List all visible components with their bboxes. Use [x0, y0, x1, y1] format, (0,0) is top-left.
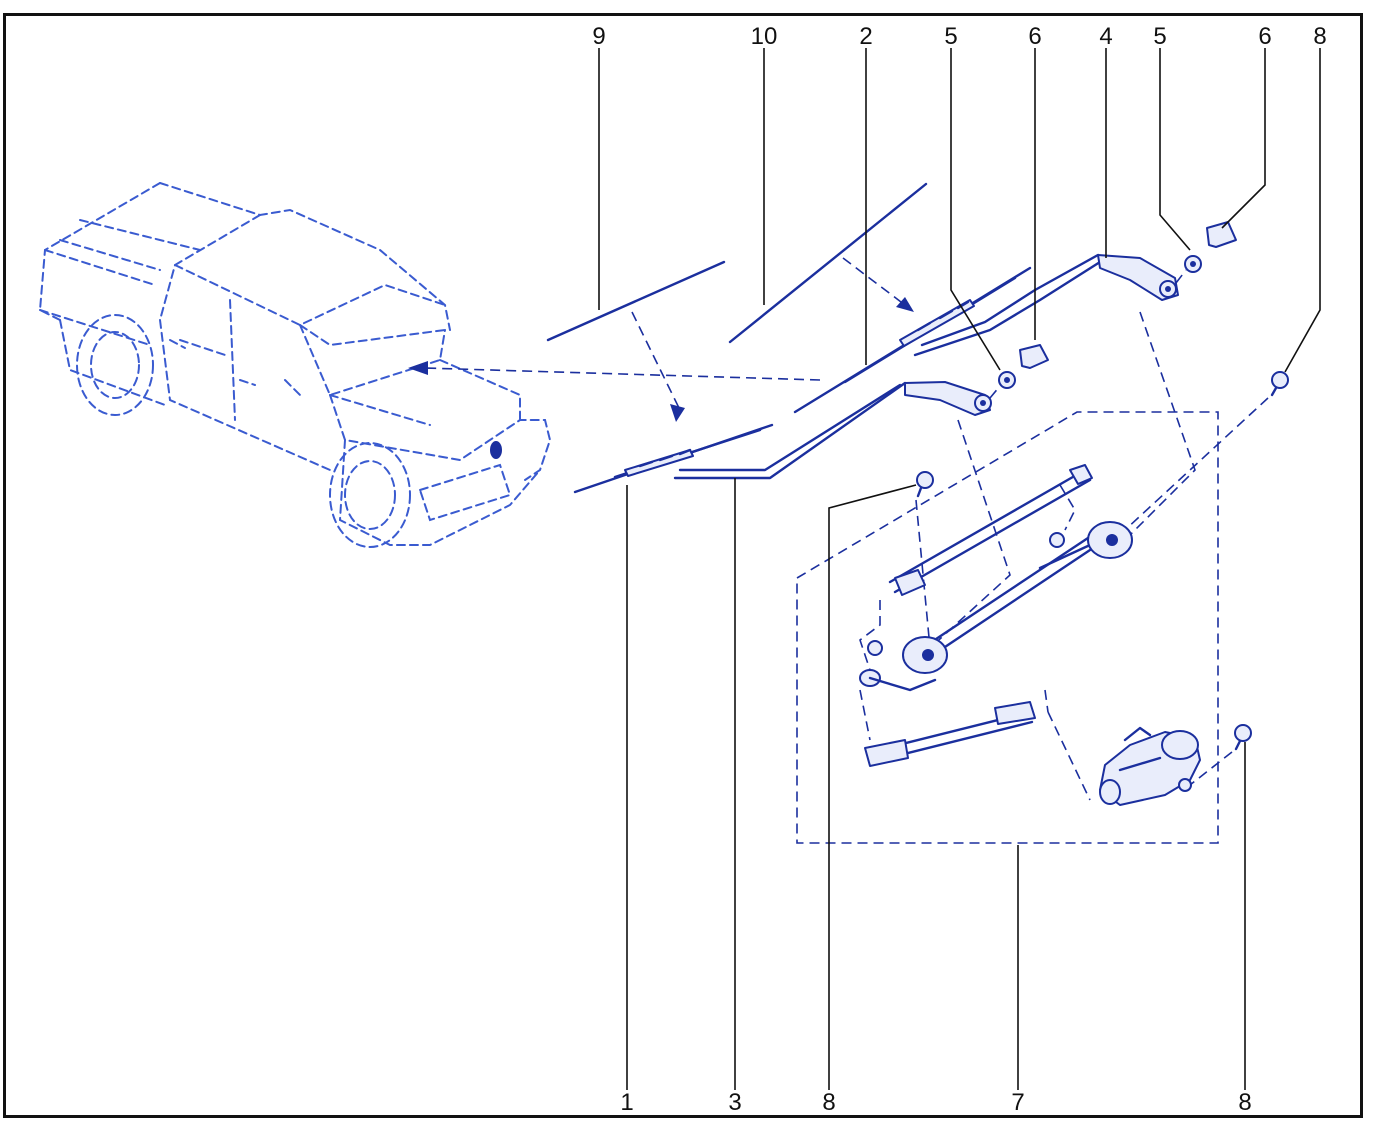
arm-cap-lower — [1019, 344, 1049, 369]
linkage-frame — [859, 464, 1133, 692]
callout-2: 2 — [859, 23, 872, 50]
arm-cap-upper — [1206, 221, 1237, 248]
linkage-assembly-box — [796, 411, 1219, 844]
callout-4: 4 — [1099, 23, 1112, 50]
wiper-blade-driver — [573, 423, 774, 494]
wiper-blade-passenger — [793, 266, 1032, 414]
wiper-blade-insert-left — [546, 260, 726, 422]
callout-8-bottom-left: 8 — [822, 1089, 835, 1116]
callout-8-bottom-right: 8 — [1238, 1089, 1251, 1116]
callout-1: 1 — [620, 1089, 633, 1116]
diagram-frame — [3, 13, 1363, 1118]
guide-lower-pivot — [929, 419, 1011, 649]
drive-link-rod — [859, 689, 1091, 801]
callout-6-right: 6 — [1258, 23, 1271, 50]
bolt-lower-right — [1189, 724, 1252, 786]
guide-upper-pivot — [1119, 311, 1196, 546]
callout-8-top: 8 — [1313, 23, 1326, 50]
wiper-arm-driver — [673, 381, 992, 480]
callout-3: 3 — [728, 1089, 741, 1116]
vehicle-outline-icon — [38, 182, 552, 548]
leader-lines — [598, 48, 1321, 1090]
bolt-upper-right — [1124, 371, 1289, 531]
callout-9: 9 — [592, 23, 605, 50]
callout-6-left: 6 — [1028, 23, 1041, 50]
callout-7: 7 — [1011, 1089, 1024, 1116]
wiper-arm-passenger — [913, 253, 1179, 357]
callout-labels: 9 10 2 5 6 4 5 6 8 1 3 8 7 8 — [592, 23, 1326, 1116]
arm-nut-upper — [1175, 255, 1202, 284]
arm-nut-lower — [989, 371, 1016, 399]
callout-5-left: 5 — [944, 23, 957, 50]
headlamp-mark-icon — [490, 441, 502, 459]
wiper-motor-icon — [1099, 726, 1201, 806]
install-arrow — [408, 361, 821, 381]
bolt-middle — [915, 471, 934, 649]
wiper-blade-insert-right — [728, 182, 928, 344]
callout-10: 10 — [751, 23, 778, 50]
callout-5-right: 5 — [1153, 23, 1166, 50]
